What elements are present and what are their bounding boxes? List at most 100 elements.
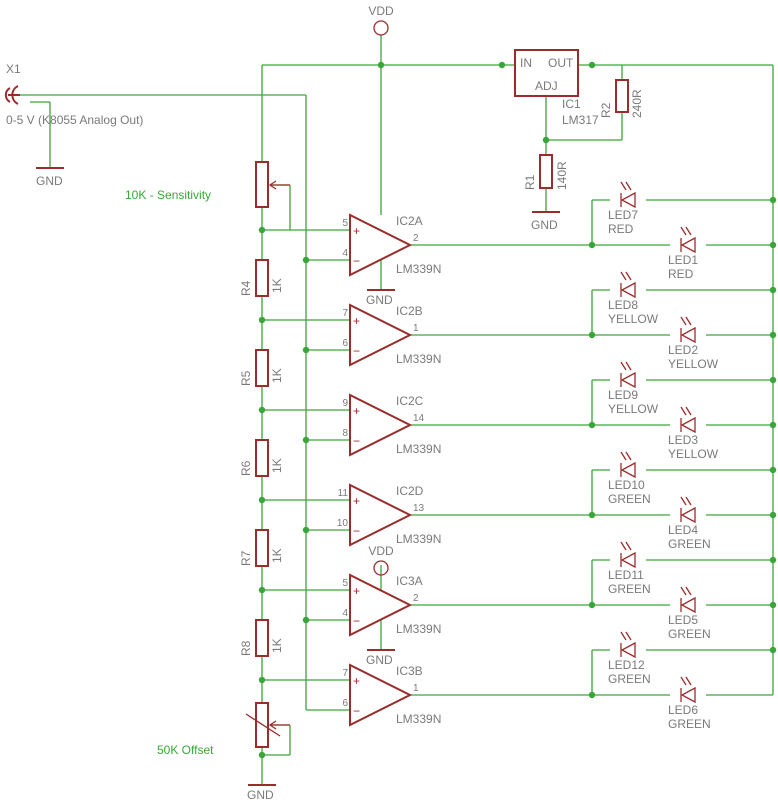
gnd-r1-label: GND xyxy=(531,218,558,232)
comparator-value-label: LM339N xyxy=(396,622,441,636)
resistor-value-label: 1K xyxy=(270,458,284,473)
resistor-value-label: 1K xyxy=(270,638,284,653)
led-name-label: LED7 xyxy=(608,208,638,222)
pin-out-label: 2 xyxy=(413,233,419,244)
resistor-r6: R6 1K xyxy=(239,439,284,477)
comparator-triangle xyxy=(349,663,413,727)
sensitivity-label: 10K - Sensitivity xyxy=(125,188,211,202)
gnd-bottom-label: GND xyxy=(247,788,274,802)
plus-sign: + xyxy=(353,404,360,418)
pin-plus-label: 11 xyxy=(338,488,349,499)
led-color-label: RED xyxy=(608,222,634,236)
resistor-name-label: R6 xyxy=(239,460,253,476)
ic-power-symbols: VDD GND GND xyxy=(366,289,395,667)
resistor-name-label: R8 xyxy=(239,640,253,656)
light-arrow xyxy=(625,361,632,371)
leds: LED7REDLED1REDLED8YELLOWLED2YELLOWLED9YE… xyxy=(608,181,719,731)
comparator-name-label: IC3B xyxy=(396,664,423,678)
light-arrow xyxy=(680,586,687,596)
light-arrow xyxy=(620,541,627,551)
led-name-label: LED12 xyxy=(608,658,645,672)
ic1-out-label: OUT xyxy=(548,56,574,70)
offset-pot: 50K Offset GND xyxy=(157,702,290,802)
light-arrow xyxy=(625,541,632,551)
led-triangle xyxy=(680,416,696,434)
plus-sign: + xyxy=(353,224,360,238)
r2-value-label: 240R xyxy=(630,89,644,118)
led-name-label: LED1 xyxy=(668,253,698,267)
led-color-label: YELLOW xyxy=(608,402,659,416)
junctions xyxy=(258,61,777,759)
minus-sign: − xyxy=(353,254,360,268)
led-triangle xyxy=(620,191,636,209)
minus-sign: − xyxy=(353,434,360,448)
comparator-value-label: LM339N xyxy=(396,352,441,366)
r1-value-label: 140R xyxy=(555,161,569,190)
comparator-value-label: LM339N xyxy=(396,532,441,546)
led-triangle xyxy=(620,461,636,479)
resistor-r1: R1 140R GND xyxy=(523,154,569,232)
led-triangle xyxy=(620,551,636,569)
comparator-triangle xyxy=(349,393,413,457)
comparator-name-label: IC2C xyxy=(396,394,424,408)
pin-out-label: 14 xyxy=(413,413,425,424)
vdd-top-symbol: VDD xyxy=(368,4,394,36)
pin-minus-label: 10 xyxy=(337,518,349,529)
ic1-in-label: IN xyxy=(520,56,532,70)
led-triangle xyxy=(620,641,636,659)
comparator-name-label: IC3A xyxy=(396,574,423,588)
led-name-label: LED5 xyxy=(668,613,698,627)
regulator-ic1: IN OUT ADJ IC1 LM317 xyxy=(514,49,599,127)
led-color-label: YELLOW xyxy=(668,357,719,371)
pin-plus-label: 9 xyxy=(342,398,348,409)
light-arrow xyxy=(620,631,627,641)
gnd-x1-label: GND xyxy=(36,174,63,188)
light-arrow xyxy=(620,451,627,461)
pin-minus-label: 4 xyxy=(342,608,348,619)
ic1-value-label: LM317 xyxy=(562,113,599,127)
pin-minus-label: 8 xyxy=(342,428,348,439)
comparator-triangle xyxy=(349,483,413,547)
resistor-name-label: R5 xyxy=(239,370,253,386)
minus-sign: − xyxy=(353,524,360,538)
light-arrow xyxy=(680,406,687,416)
light-arrow xyxy=(625,181,632,191)
led-color-label: GREEN xyxy=(608,582,651,596)
pin-out-label: 1 xyxy=(413,683,419,694)
comparator-triangle xyxy=(349,573,413,637)
light-arrow xyxy=(685,316,692,326)
minus-sign: − xyxy=(353,704,360,718)
comparators: +−542IC2ALM339N+−761IC2BLM339N+−9814IC2C… xyxy=(337,213,441,727)
led-name-label: LED2 xyxy=(668,343,698,357)
led-color-label: GREEN xyxy=(608,672,651,686)
resistor-name-label: R4 xyxy=(239,280,253,296)
resistor-body xyxy=(255,619,269,657)
comparator-triangle xyxy=(349,303,413,367)
comparator-value-label: LM339N xyxy=(396,262,441,276)
led-name-label: LED10 xyxy=(608,478,645,492)
gnd-ic2-label: GND xyxy=(366,293,393,307)
led-color-label: GREEN xyxy=(668,717,711,731)
plus-sign: + xyxy=(353,494,360,508)
light-arrow xyxy=(680,316,687,326)
light-arrow xyxy=(685,676,692,686)
comparator-name-label: IC2A xyxy=(396,214,423,228)
led-name-label: LED6 xyxy=(668,703,698,717)
pin-out-label: 13 xyxy=(413,503,425,514)
resistor-r8: R8 1K xyxy=(239,619,284,657)
light-arrow xyxy=(680,676,687,686)
led-triangle xyxy=(620,371,636,389)
x1-connector: X1 0-5 V (K8055 Analog Out) GND xyxy=(4,62,143,188)
resistor-body xyxy=(255,529,269,567)
resistor-name-label: R7 xyxy=(239,550,253,566)
